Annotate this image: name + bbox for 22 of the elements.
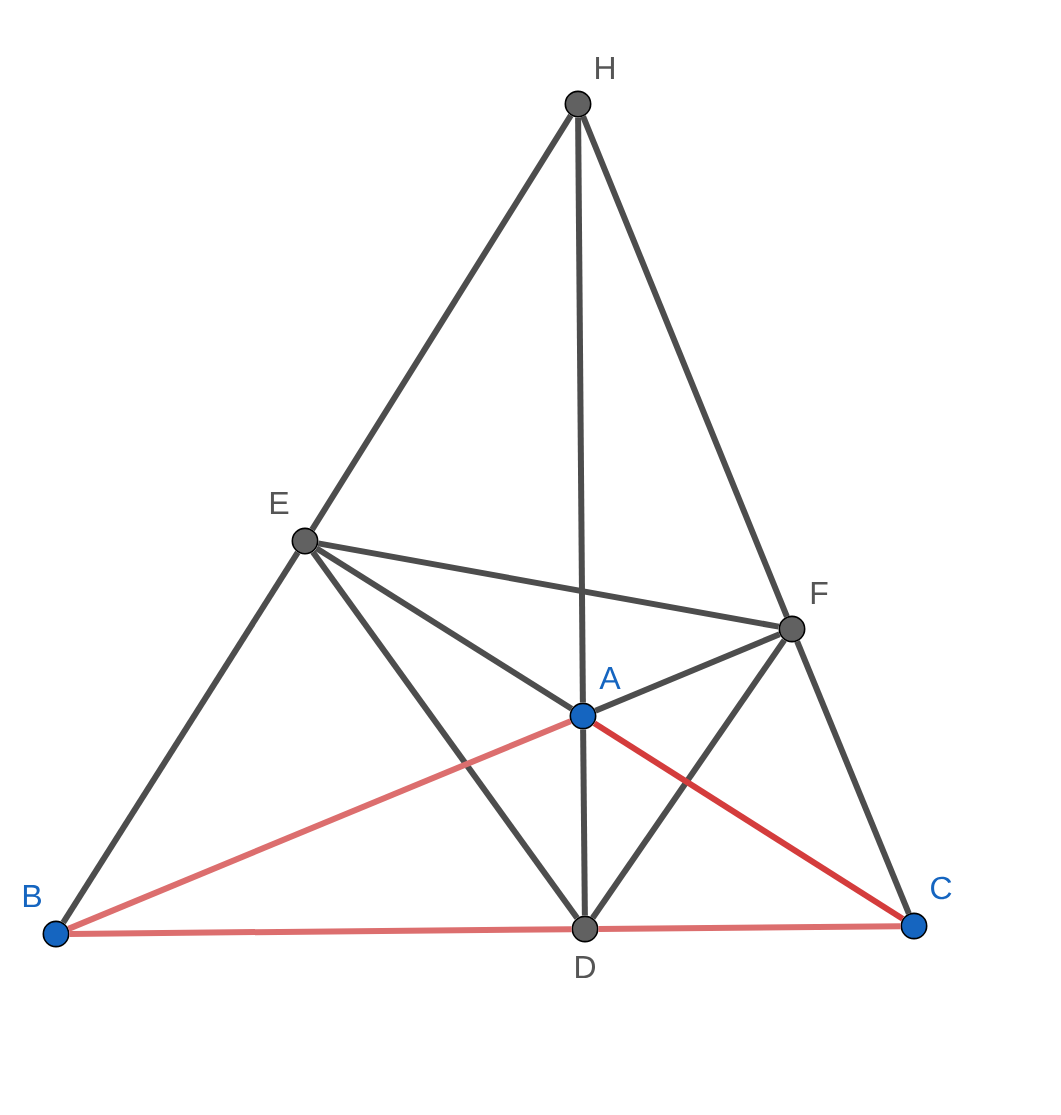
point-label: D — [576, 956, 595, 978]
line-segment — [794, 640, 912, 915]
line-segment — [314, 545, 574, 712]
line-segment — [594, 631, 781, 714]
point-label: F — [811, 582, 828, 604]
line-segment — [67, 718, 572, 932]
point-label: B — [23, 885, 41, 907]
line-segment — [580, 729, 588, 916]
line-segment — [590, 638, 787, 920]
line-segment — [580, 115, 790, 618]
line-segment — [575, 117, 586, 703]
line-segment — [598, 923, 901, 932]
line-segment — [309, 113, 574, 532]
line-segment — [317, 540, 780, 630]
line-segment — [310, 550, 580, 920]
point-label: A — [599, 667, 621, 689]
point-label: H — [596, 57, 614, 79]
line-segment — [60, 550, 301, 925]
line-segment — [69, 926, 572, 937]
line-segment — [592, 720, 905, 922]
point-label: C — [931, 876, 952, 900]
point-label: E — [270, 492, 289, 514]
